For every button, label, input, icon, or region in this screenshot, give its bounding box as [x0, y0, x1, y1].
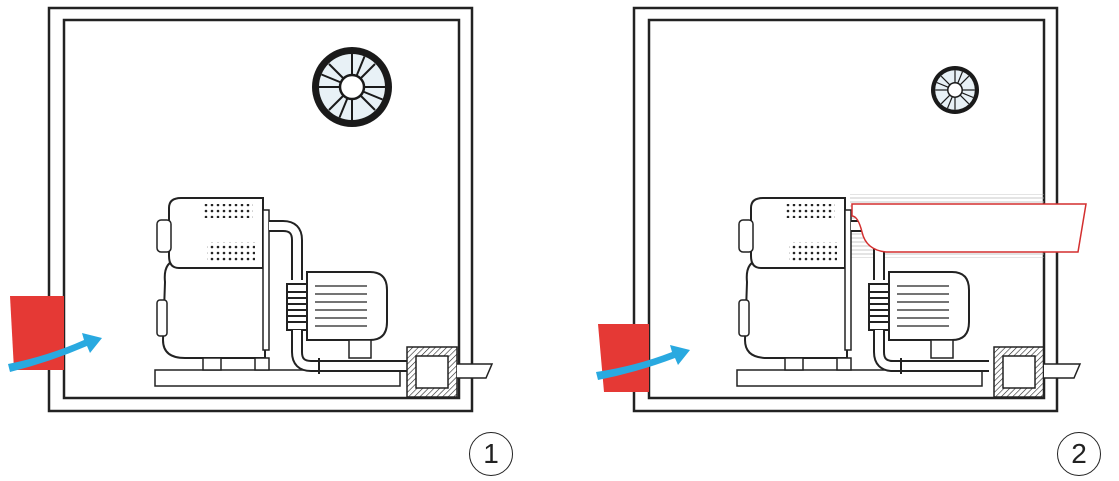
panel-1 — [8, 8, 492, 411]
air-inlet-icon — [598, 324, 649, 392]
panel-number-2: 2 — [1057, 432, 1101, 476]
fan-icon — [312, 47, 392, 127]
panel-number-1: 1 — [469, 432, 513, 476]
muffler-icon — [407, 347, 457, 397]
duct-icon — [852, 204, 1086, 252]
exhaust-pipe-icon — [1044, 364, 1080, 378]
exhaust-pipe-icon — [457, 364, 492, 378]
fan-icon — [931, 66, 979, 114]
panel-2 — [596, 8, 1086, 411]
muffler-icon — [994, 347, 1044, 397]
